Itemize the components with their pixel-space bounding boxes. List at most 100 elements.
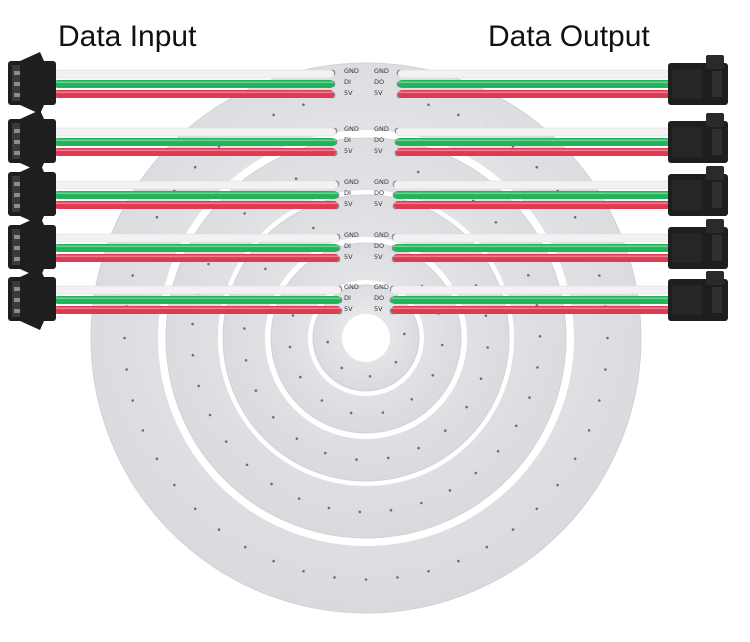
led-dot bbox=[291, 314, 295, 317]
led-dot bbox=[465, 405, 468, 409]
cable-harness-2 bbox=[8, 110, 728, 172]
led-dot bbox=[207, 262, 210, 266]
wire-right bbox=[392, 233, 673, 243]
led-dot bbox=[208, 413, 212, 417]
wire-highlight bbox=[54, 81, 334, 84]
wire-left bbox=[54, 148, 336, 156]
connector-latch bbox=[706, 271, 724, 285]
led-dot bbox=[606, 336, 609, 340]
pad-label: GND bbox=[374, 67, 389, 75]
led-dot bbox=[324, 451, 327, 455]
led-dot bbox=[484, 314, 488, 318]
connector-clip bbox=[20, 52, 44, 61]
wire-right bbox=[397, 69, 673, 79]
connector-pin bbox=[14, 82, 20, 86]
led-dot bbox=[394, 360, 398, 364]
led-dot bbox=[264, 267, 267, 271]
pad-label: 5V bbox=[344, 147, 353, 155]
led-dot bbox=[326, 340, 330, 344]
led-dot bbox=[302, 570, 305, 573]
pad-label: 5V bbox=[374, 147, 383, 155]
data-input-label: Data Input bbox=[58, 20, 197, 53]
cable-harness-4 bbox=[8, 216, 728, 278]
led-dot bbox=[381, 411, 385, 414]
led-dot bbox=[131, 399, 134, 402]
led-dot bbox=[320, 399, 324, 402]
input-connector-2 bbox=[8, 110, 56, 172]
connector-clip bbox=[20, 163, 44, 172]
wire-left bbox=[53, 69, 335, 79]
led-dot bbox=[191, 322, 194, 326]
wire-left bbox=[54, 254, 339, 262]
wire-right bbox=[393, 254, 672, 262]
wire-right bbox=[394, 201, 672, 209]
led-dot bbox=[197, 384, 200, 388]
wire-highlight bbox=[398, 91, 672, 94]
connector-pin bbox=[14, 257, 20, 261]
cable-harness-5 bbox=[8, 268, 728, 330]
led-dot bbox=[444, 429, 447, 433]
data-output-label: Data Output bbox=[488, 20, 650, 53]
led-dot bbox=[270, 482, 273, 486]
connector-pin bbox=[14, 93, 20, 97]
connector-pin bbox=[14, 182, 20, 186]
led-dot bbox=[243, 212, 246, 215]
input-connector-3 bbox=[8, 163, 56, 225]
wire-left bbox=[54, 80, 334, 88]
pad-label: GND bbox=[344, 283, 359, 291]
wire-right bbox=[398, 80, 672, 88]
led-dot bbox=[396, 576, 399, 579]
led-dot bbox=[573, 215, 577, 219]
led-dot bbox=[427, 570, 430, 573]
led-dot bbox=[598, 274, 601, 277]
connector-pin bbox=[14, 309, 20, 313]
led-dot bbox=[496, 449, 500, 453]
wire-left bbox=[54, 306, 341, 314]
pad-label: 5V bbox=[344, 253, 353, 261]
connector-face bbox=[672, 285, 702, 315]
led-dot bbox=[387, 456, 390, 460]
led-dot bbox=[327, 506, 331, 510]
led-dot bbox=[457, 559, 460, 563]
wire-right bbox=[391, 306, 672, 314]
connector-pin bbox=[14, 140, 20, 144]
wire-right bbox=[390, 285, 673, 295]
led-dot bbox=[527, 274, 530, 277]
cable-harnesses bbox=[8, 52, 728, 330]
led-dot bbox=[299, 375, 302, 379]
connector-pin bbox=[14, 151, 20, 155]
pad-label: DI bbox=[344, 189, 351, 197]
connector-pin bbox=[14, 193, 20, 197]
connector-pin bbox=[14, 129, 20, 133]
pad-label: 5V bbox=[374, 305, 383, 313]
led-dot bbox=[403, 332, 406, 336]
ring-gap-5 bbox=[342, 314, 390, 362]
led-dot bbox=[474, 471, 478, 475]
pad-label: GND bbox=[344, 125, 359, 133]
led-dot bbox=[514, 424, 518, 428]
pad-label: 5V bbox=[344, 200, 353, 208]
led-dot bbox=[217, 528, 221, 531]
led-dot bbox=[193, 165, 197, 169]
led-dot bbox=[141, 429, 145, 432]
output-connector-4 bbox=[668, 219, 728, 269]
led-dot bbox=[368, 375, 372, 378]
pad-label: GND bbox=[344, 67, 359, 75]
connector-block bbox=[712, 182, 722, 208]
led-dot bbox=[131, 274, 134, 277]
led-dot bbox=[410, 398, 414, 401]
wire-highlight bbox=[54, 307, 341, 310]
connector-face bbox=[672, 180, 702, 210]
led-dot bbox=[417, 446, 420, 450]
wire-highlight bbox=[391, 297, 672, 300]
connector-block bbox=[712, 287, 722, 313]
wire-highlight bbox=[54, 91, 334, 94]
pad-label: DO bbox=[374, 78, 384, 86]
led-dot bbox=[288, 345, 292, 349]
wire-left bbox=[53, 285, 342, 295]
led-dot bbox=[604, 368, 607, 371]
wire-left bbox=[54, 191, 338, 199]
connector-clip bbox=[20, 110, 44, 119]
led-dot bbox=[448, 489, 452, 492]
